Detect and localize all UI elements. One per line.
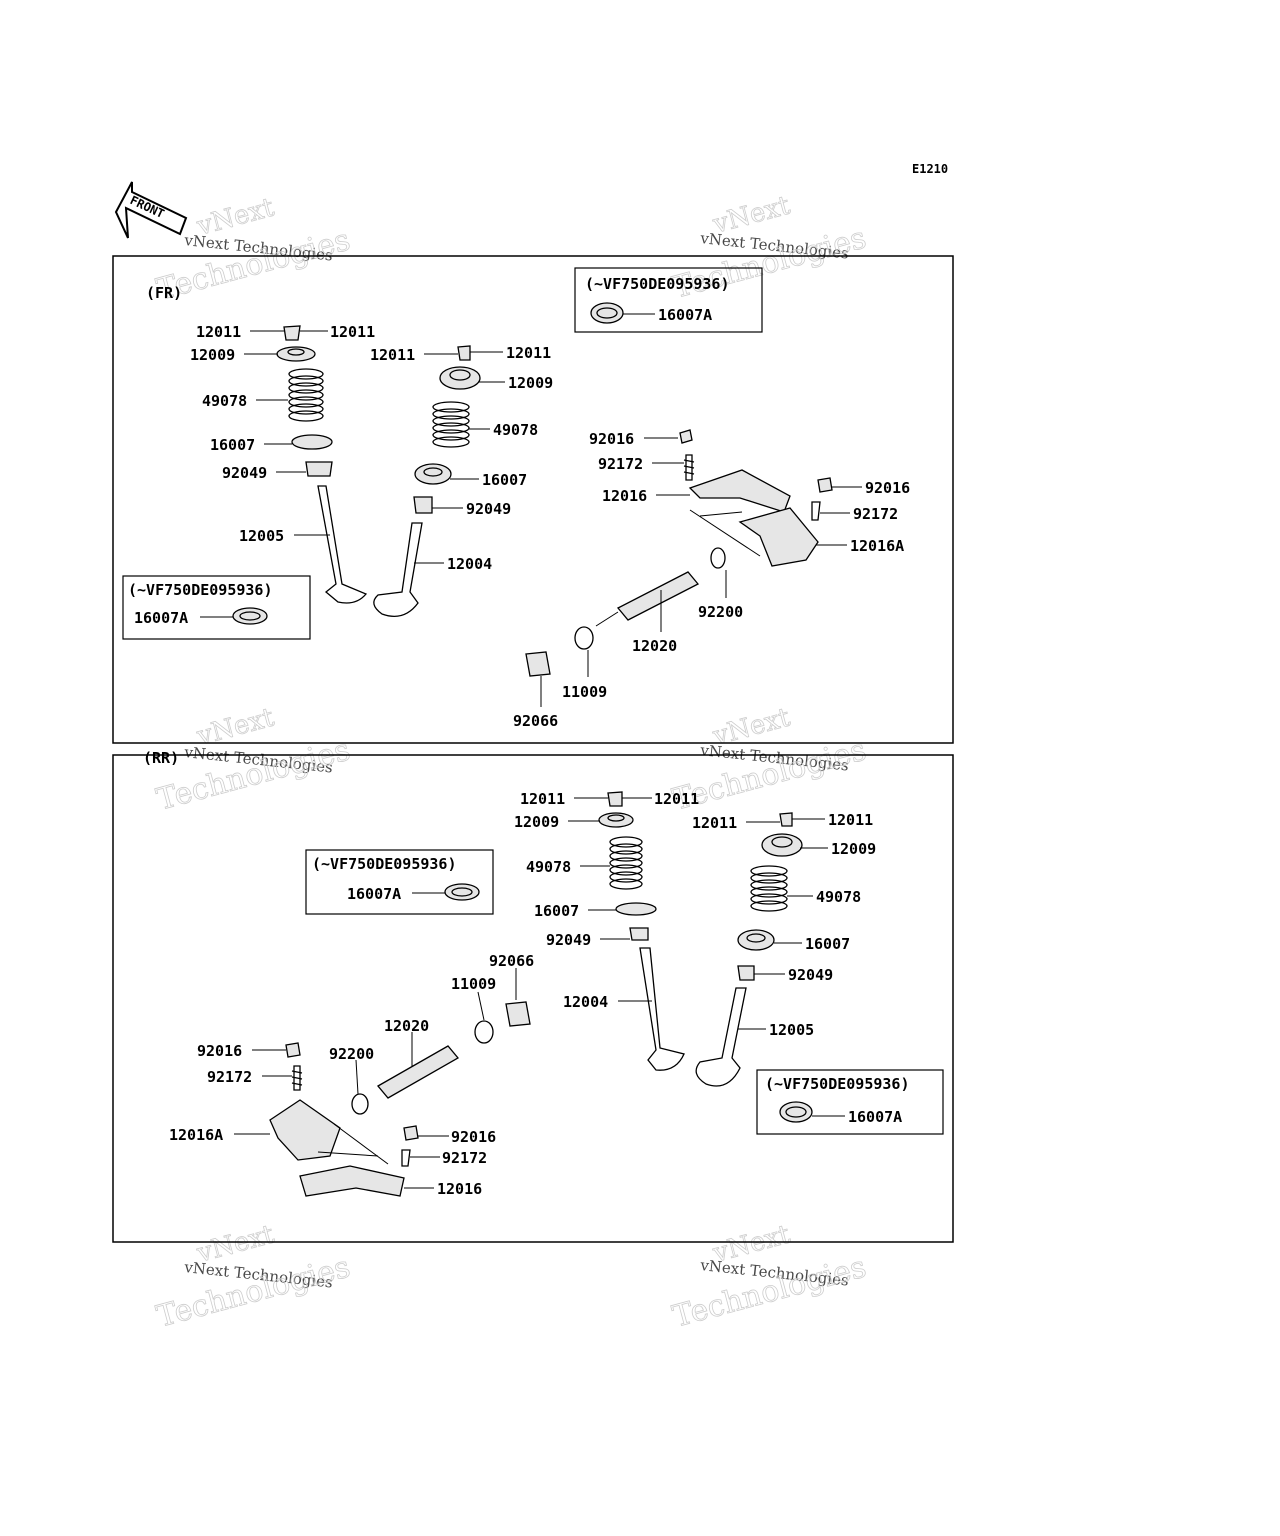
svg-text:16007A: 16007A — [347, 885, 401, 903]
svg-text:vNext: vNext — [193, 702, 278, 752]
svg-text:Technologies: Technologies — [153, 1250, 354, 1335]
front-arrow-icon: FRONT — [114, 181, 188, 239]
svg-text:12011: 12011 — [520, 790, 565, 808]
panel-title: (FR) — [146, 284, 182, 302]
valve-assembly — [598, 791, 685, 1071]
valve-assembly — [695, 812, 803, 1087]
panel-fr: (FR) (~VF750DE095936) 16007A (~VF750DE09… — [112, 255, 954, 744]
svg-text:16007: 16007 — [210, 436, 255, 454]
svg-text:12016A: 12016A — [850, 537, 904, 555]
svg-text:16007: 16007 — [534, 902, 579, 920]
svg-text:12011: 12011 — [196, 323, 241, 341]
svg-text:92200: 92200 — [698, 603, 743, 621]
svg-text:(~VF750DE095936): (~VF750DE095936) — [312, 855, 457, 873]
note-box: (~VF750DE095936) 16007A — [305, 849, 494, 915]
valve-assembly — [276, 325, 368, 604]
svg-text:vNext: vNext — [193, 1219, 278, 1269]
svg-text:vNext: vNext — [709, 702, 794, 752]
svg-text:12011: 12011 — [692, 814, 737, 832]
svg-text:16007: 16007 — [482, 471, 527, 489]
svg-text:92066: 92066 — [489, 952, 534, 970]
part-labels: 12011 12011 12009 49078 16007 92049 1200… — [190, 323, 910, 730]
svg-text:92016: 92016 — [589, 430, 634, 448]
note-box: (~VF750DE095936) 16007A — [756, 1069, 944, 1135]
svg-text:(~VF750DE095936): (~VF750DE095936) — [128, 581, 273, 599]
svg-text:12016: 12016 — [602, 487, 647, 505]
note-box: (~VF750DE095936) 16007A — [574, 267, 763, 333]
svg-text:92172: 92172 — [207, 1068, 252, 1086]
valve-assembly — [373, 345, 481, 617]
svg-text:(~VF750DE095936): (~VF750DE095936) — [765, 1075, 910, 1093]
svg-text:vNext: vNext — [709, 190, 794, 240]
svg-text:12005: 12005 — [239, 527, 284, 545]
panel-rr: (RR) (~VF750DE095936) 16007A (~VF750DE09… — [112, 749, 954, 1243]
svg-text:16007A: 16007A — [848, 1108, 902, 1126]
svg-text:16007: 16007 — [805, 935, 850, 953]
svg-text:92016: 92016 — [197, 1042, 242, 1060]
watermark: vNext Technologies vNext Technologies vN… — [153, 190, 871, 1335]
svg-text:16007A: 16007A — [134, 609, 188, 627]
svg-text:49078: 49078 — [526, 858, 571, 876]
svg-text:92172: 92172 — [598, 455, 643, 473]
rocker-arm-assembly — [679, 429, 833, 569]
svg-text:49078: 49078 — [202, 392, 247, 410]
svg-text:11009: 11009 — [562, 683, 607, 701]
svg-text:12011: 12011 — [370, 346, 415, 364]
part-labels: 12011 12011 12009 49078 16007 92049 1200… — [169, 790, 876, 1198]
svg-text:12016A: 12016A — [169, 1126, 223, 1144]
svg-text:Technologies: Technologies — [153, 223, 354, 308]
panel-title: (RR) — [143, 749, 179, 767]
svg-text:11009: 11009 — [451, 975, 496, 993]
svg-text:92172: 92172 — [853, 505, 898, 523]
svg-text:12005: 12005 — [769, 1021, 814, 1039]
svg-text:12004: 12004 — [447, 555, 492, 573]
svg-text:92049: 92049 — [546, 931, 591, 949]
rocker-shaft-assembly — [351, 1001, 531, 1115]
svg-text:12011: 12011 — [654, 790, 699, 808]
svg-text:12011: 12011 — [506, 344, 551, 362]
svg-text:16007A: 16007A — [658, 306, 712, 324]
svg-text:12011: 12011 — [330, 323, 375, 341]
svg-text:12020: 12020 — [384, 1017, 429, 1035]
svg-text:12009: 12009 — [514, 813, 559, 831]
svg-text:12020: 12020 — [632, 637, 677, 655]
svg-text:12009: 12009 — [508, 374, 553, 392]
svg-text:12009: 12009 — [190, 346, 235, 364]
svg-text:12004: 12004 — [563, 993, 608, 1011]
svg-text:92172: 92172 — [442, 1149, 487, 1167]
svg-text:92049: 92049 — [222, 464, 267, 482]
svg-text:49078: 49078 — [816, 888, 861, 906]
svg-text:(~VF750DE095936): (~VF750DE095936) — [585, 275, 730, 293]
svg-text:92200: 92200 — [329, 1045, 374, 1063]
svg-text:92049: 92049 — [466, 500, 511, 518]
svg-text:92066: 92066 — [513, 712, 558, 730]
svg-text:92016: 92016 — [865, 479, 910, 497]
rocker-shaft-assembly — [525, 571, 700, 677]
svg-text:12011: 12011 — [828, 811, 873, 829]
svg-text:vNext: vNext — [193, 192, 278, 242]
diagram-code: E1210 — [912, 162, 948, 176]
svg-text:92016: 92016 — [451, 1128, 496, 1146]
svg-text:12009: 12009 — [831, 840, 876, 858]
svg-text:92049: 92049 — [788, 966, 833, 984]
svg-text:49078: 49078 — [493, 421, 538, 439]
note-box: (~VF750DE095936) 16007A — [122, 575, 311, 640]
svg-text:12016: 12016 — [437, 1180, 482, 1198]
rocker-arm-assembly — [269, 1042, 419, 1197]
